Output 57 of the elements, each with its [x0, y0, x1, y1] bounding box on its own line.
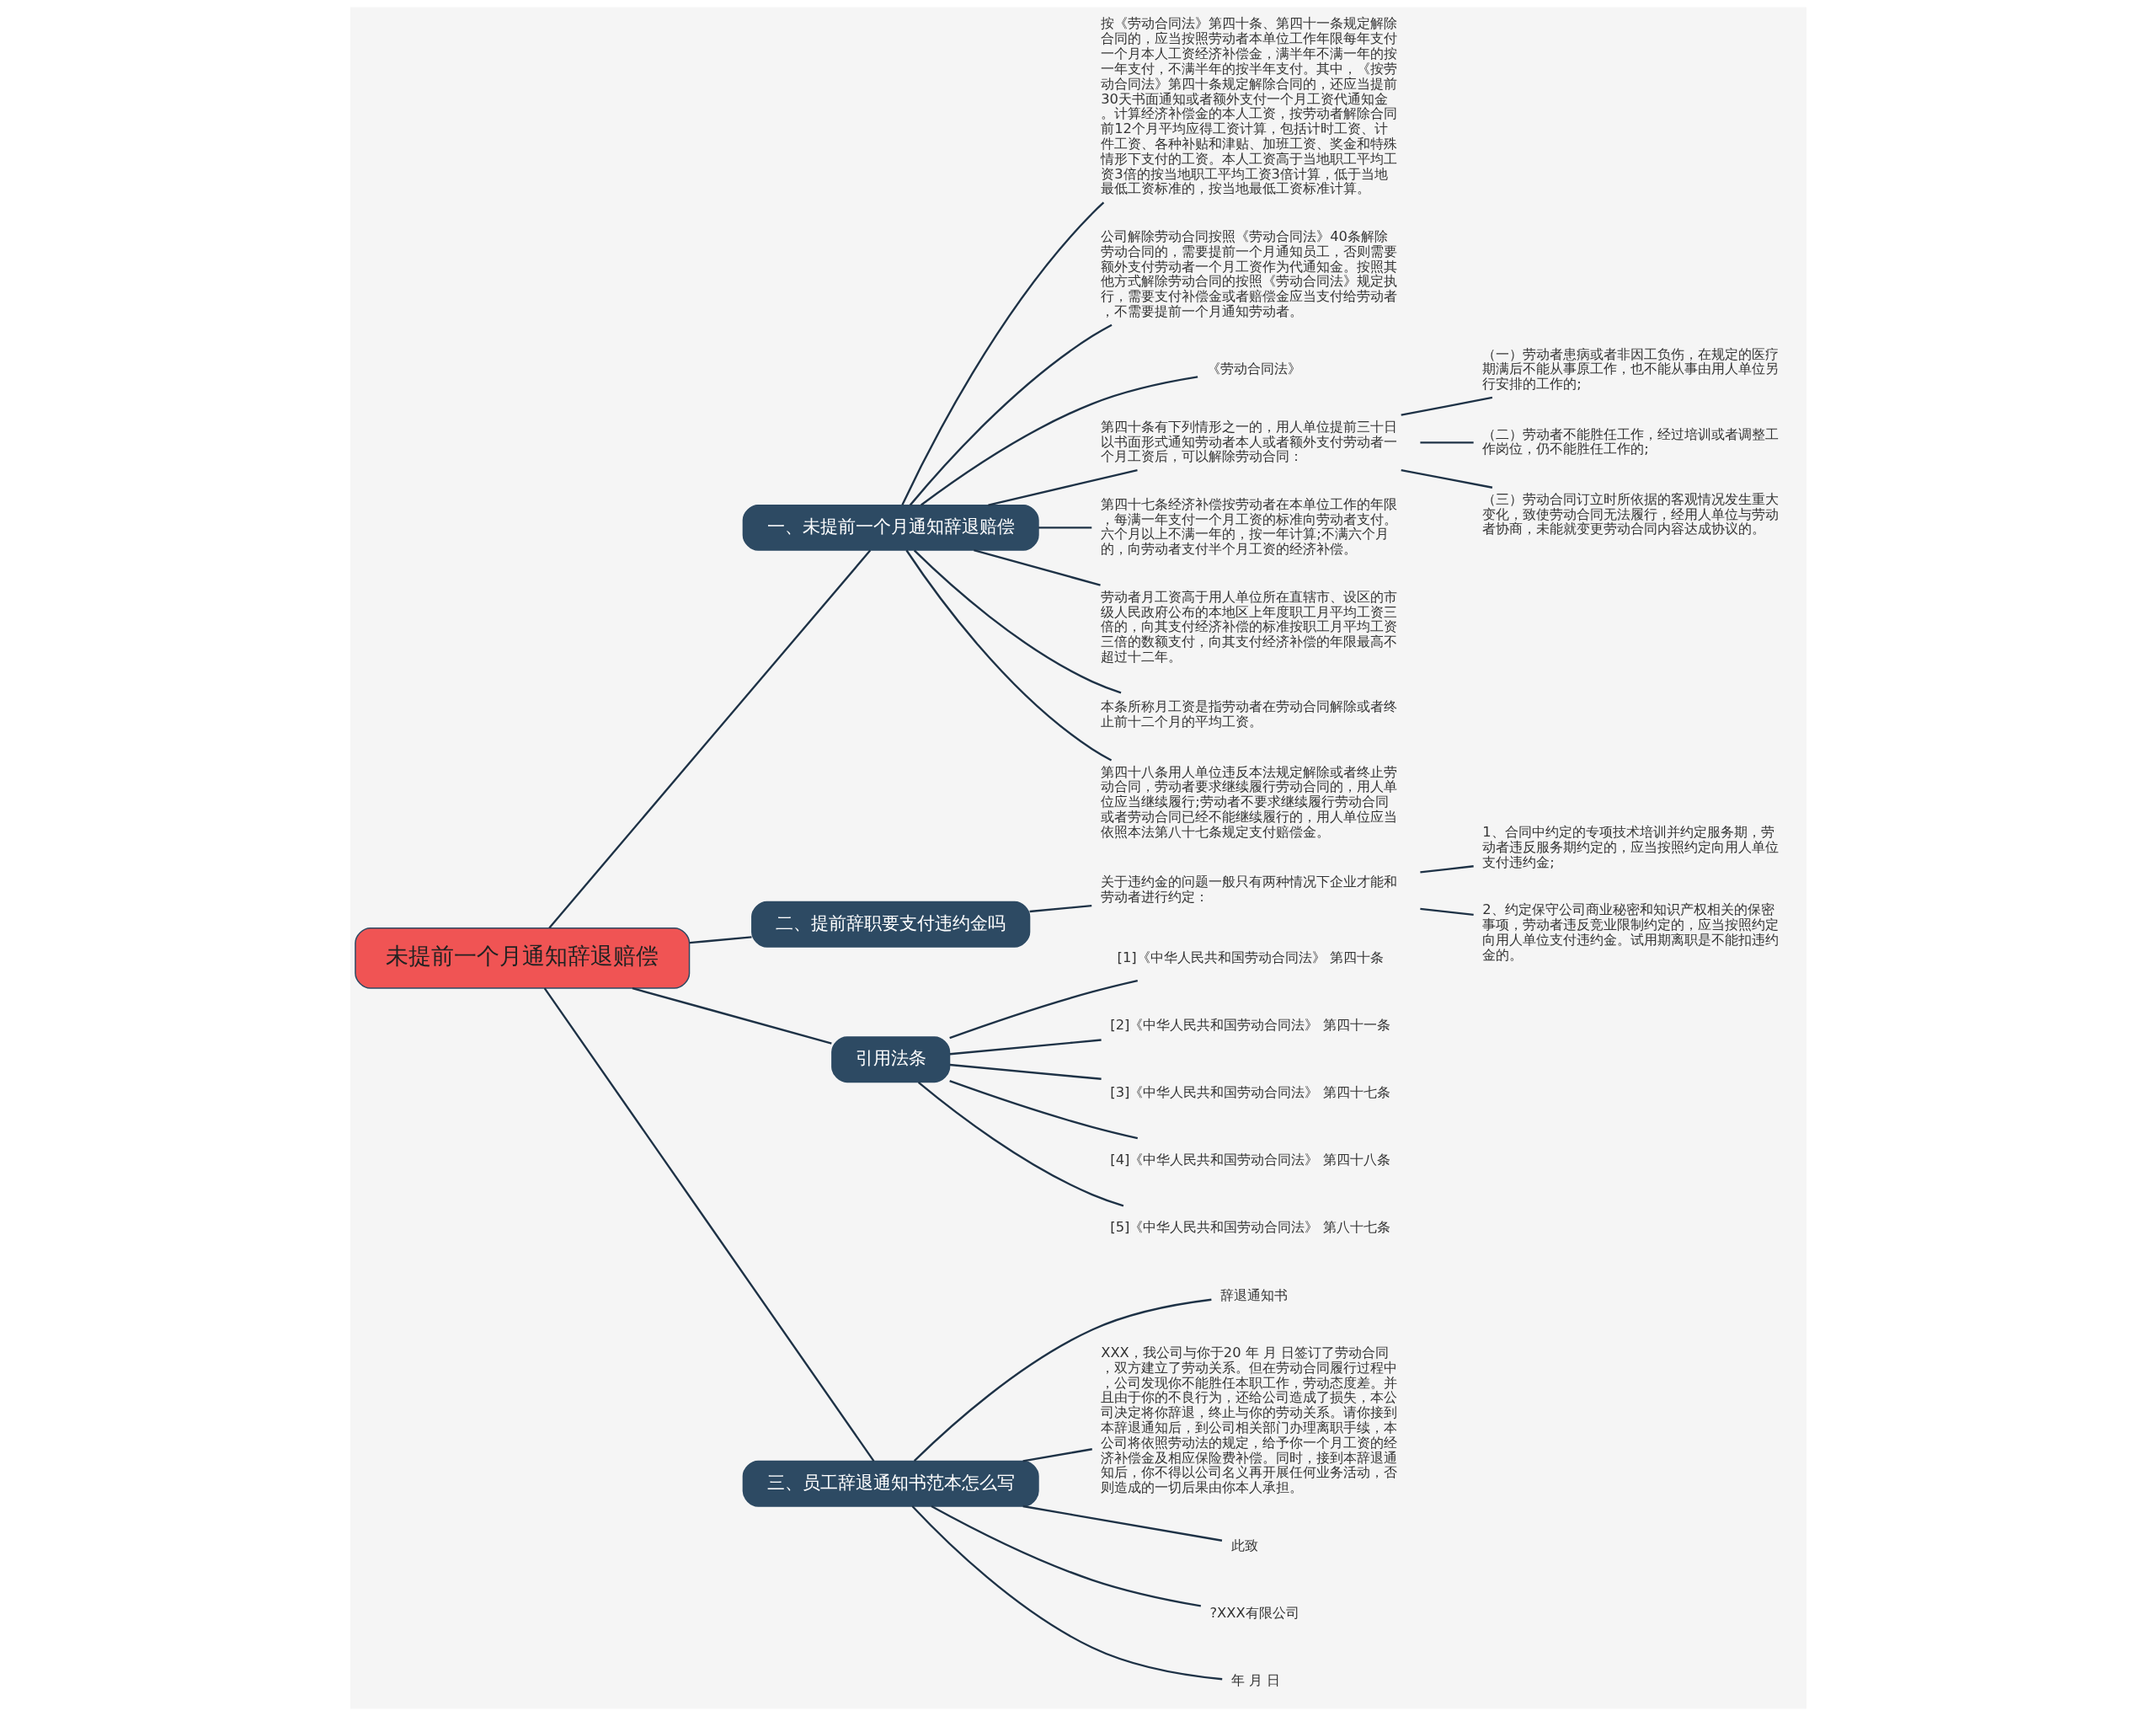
connector — [1419, 865, 1474, 874]
connector — [543, 987, 874, 1462]
connector — [1038, 527, 1091, 529]
connector — [913, 549, 1121, 694]
node-text: [1]《中华人民共和国劳动合同法》 第四十条 — [1117, 949, 1384, 965]
node-text: 年 月 日 — [1230, 1672, 1280, 1689]
connector — [910, 1505, 1222, 1681]
node-text: 此致 — [1230, 1537, 1258, 1553]
connector — [1419, 441, 1474, 444]
node-box: 一、未提前一个月通知辞退赔偿 — [742, 504, 1039, 551]
node-text: 《劳动合同法》 — [1206, 361, 1301, 377]
connector — [987, 468, 1138, 506]
connector — [973, 549, 1101, 586]
node-box: 三、员工辞退通知书范本怎么写 — [742, 1460, 1039, 1507]
connector — [930, 1505, 1201, 1607]
connector — [1029, 904, 1091, 913]
node-text: （二）劳动者不能胜任工作，经过培训或者调整工作岗位，仍不能胜任工作的; — [1481, 425, 1779, 457]
node-box: 引用法条 — [830, 1036, 950, 1083]
node-text: 按《劳动合同法》第四十条、第四十一条规定解除合同的，应当按照劳动者本单位工作年限每年支付一个月本人工资经济补偿金，满半年不满一年的按一年支付，不满半年的按半年支付。其中，《按劳动合同法》第四十条规定解除合同的，还应当提前30天书面通知或者额外支付一个月工资代通知金。计算经济补偿金的本人工资，按劳动者解除合同前12个月平均应得工资计算，包括计时工资、计件工资、各种补贴和津贴、加班工资、奖金和特殊情形下支付的工资。本人工资高于当地职工平均工资3倍的按当地职工平均工资3倍计算，低于当地最低工资标准的，按当地最低工资标准计算。 — [1100, 15, 1397, 197]
node-text: [5]《中华人民共和国劳动合同法》 第八十七条 — [1109, 1219, 1390, 1236]
node-text: [2]《中华人民共和国劳动合同法》 第四十一条 — [1109, 1016, 1390, 1033]
connector — [900, 201, 1104, 505]
node-text: [3]《中华人民共和国劳动合同法》 第四十七条 — [1109, 1083, 1390, 1100]
node-box: 二、提前辞职要支付违约金吗 — [750, 901, 1030, 948]
node-text: （三）劳动合同订立时所依据的客观情况发生重大变化，致使劳动合同无法履行，经用人单位与劳动者协商，未能就变更劳动合同内容达成协议的。 — [1481, 490, 1779, 537]
node-text: ?XXX有限公司 — [1209, 1604, 1299, 1621]
connector — [547, 549, 871, 929]
node-box: 未提前一个月通知辞退赔偿 — [354, 927, 690, 989]
node-text: [4]《中华人民共和国劳动合同法》 第四十八条 — [1109, 1152, 1390, 1168]
connector — [948, 1080, 1138, 1140]
connector — [905, 549, 1112, 762]
connector — [920, 376, 1198, 506]
node-text: 第四十八条用人单位违反本法规定解除或者终止劳动合同，劳动者要求继续履行劳动合同的，用人单位应当继续履行;劳动者不要求继续履行劳动合同或者劳动合同已经不能继续履行的，用人单位应当依照本法第八十七条规定支付赔偿金。 — [1100, 763, 1397, 840]
connector — [1419, 907, 1474, 917]
node-text: 第四十条有下列情形之一的，用人单位提前三十日以书面形式通知劳动者本人或者额外支付劳动者一个月工资后，可以解除劳动合同： — [1100, 418, 1397, 465]
connector — [948, 980, 1138, 1040]
node-text: 1、合同中约定的专项技术培训并约定服务期，劳动者违反服务期约定的，应当按照约定向用人单位支付违约金; — [1481, 823, 1779, 870]
connector — [1022, 1448, 1092, 1462]
connector — [913, 1298, 1212, 1462]
connector — [1022, 1505, 1222, 1542]
node-text: 2、约定保守公司商业秘密和知识产权相关的保密事项，劳动者违反竞业限制约定的，应当按照约定向用人单位支付违约金。试用期离职是不能扣违约金的。 — [1481, 901, 1779, 963]
connector — [909, 323, 1113, 506]
node-text: 关于违约金的问题一般只有两种情况下企业才能和劳动者进行约定： — [1100, 874, 1397, 906]
connector — [1400, 396, 1492, 416]
node-text: 辞退通知书 — [1219, 1286, 1288, 1303]
connector — [1400, 468, 1492, 489]
node-text: 本条所称月工资是指劳动者在劳动合同解除或者终止前十二个月的平均工资。 — [1100, 698, 1397, 730]
node-text: （一）劳动者患病或者非因工负伤，在规定的医疗期满后不能从事原工作，也不能从事由用人单位另行安排的工作的; — [1481, 345, 1779, 393]
node-text: 公司解除劳动合同按照《劳动合同法》40条解除劳动合同的，需要提前一个月通知员工，否则需要额外支付劳动者一个月工资作为代通知金。按照其他方式解除劳动合同的按照《劳动合同法》规定执行，需要支付补偿金或者赔偿金应当支付给劳动者，不需要提前一个月通知劳动者。 — [1100, 227, 1397, 320]
connector — [689, 936, 752, 944]
connector — [632, 986, 832, 1045]
connector — [949, 1063, 1102, 1080]
node-text: 劳动者月工资高于用人单位所在直辖市、设区的市级人民政府公布的本地区上年度职工月平均工资三倍的，向其支付经济补偿的标准按职工月平均工资三倍的数额支付，向其支付经济补偿的年限最高不超过十二年。 — [1100, 588, 1397, 665]
node-text: XXX，我公司与你于20 年 月 日签订了劳动合同，双方建立了劳动关系。但在劳动合同履行过程中，公司发现你不能胜任本职工作，劳动态度差。并且由于你的不良行为，还给公司造成了损失，本公司决定将你辞退，终止与你的劳动关系。请你接到本辞退通知后，到公司相关部门办理离职手续，本公司将依照劳动法的规定，给予你一个月工资的经济补偿金及相应保险费补偿。同时，接到本辞退通知后，你不得以公司名义再开展任何业务活动，否则造成的一切后果由你本人承担。 — [1100, 1344, 1397, 1496]
connector — [949, 1039, 1102, 1056]
connector — [917, 1081, 1123, 1207]
node-text: 第四十七条经济补偿按劳动者在本单位工作的年限，每满一年支付一个月工资的标准向劳动者支付。六个月以上不满一年的，按一年计算;不满六个月的，向劳动者支付半个月工资的经济补偿。 — [1100, 495, 1397, 558]
